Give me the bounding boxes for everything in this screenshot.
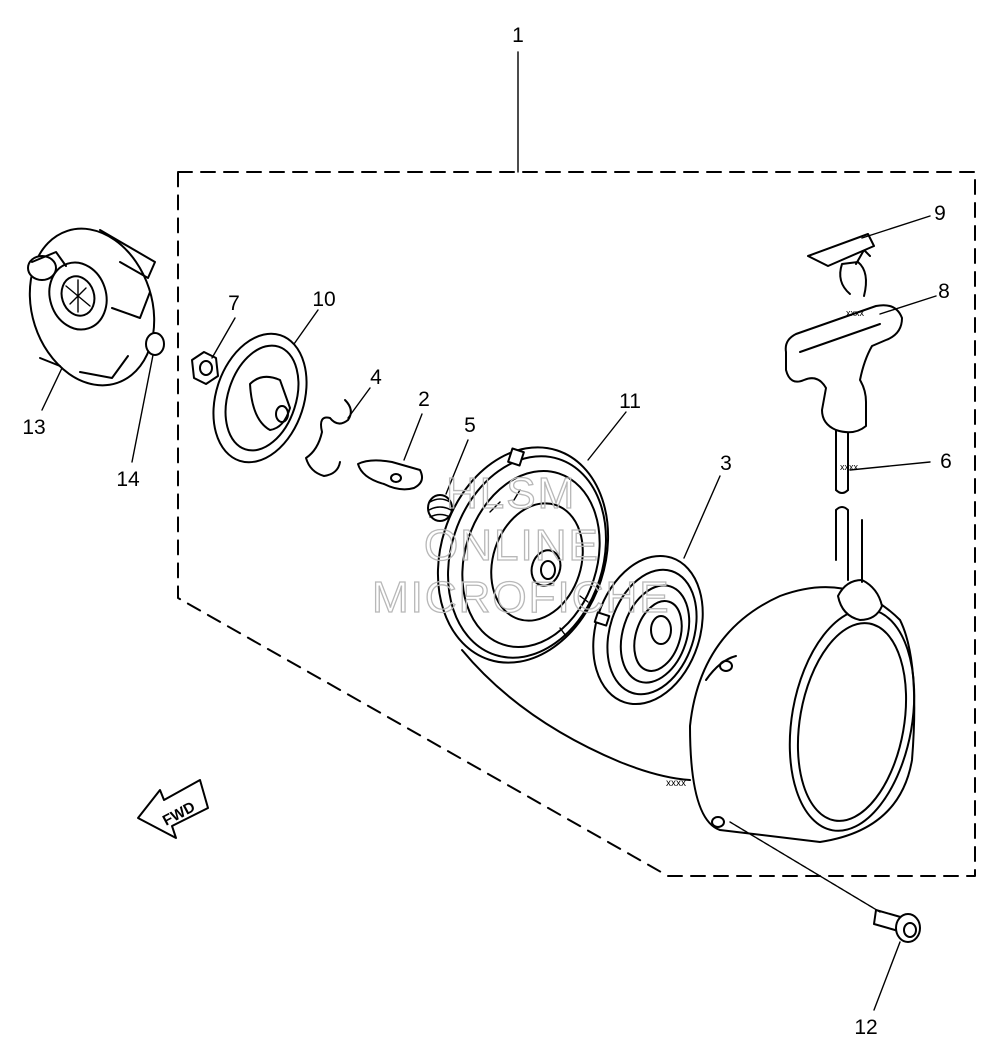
leader-11 (587, 411, 627, 461)
part-3-recoil-spring (592, 554, 704, 706)
leader-14 (131, 354, 154, 463)
leader-10 (293, 309, 319, 345)
part-10-plate (212, 332, 308, 464)
part-9-handle-cap (807, 233, 875, 267)
callout-11: 11 (619, 390, 641, 413)
part-12-bolt (873, 909, 921, 943)
leader-7 (211, 317, 236, 359)
part-11-sheave-drum (436, 446, 610, 664)
leader-12 (873, 941, 901, 1011)
part-5-spring (427, 494, 453, 522)
callout-1: 1 (512, 24, 524, 47)
callout-8: 8 (938, 280, 950, 303)
watermark-line-3: MICROFICHE (372, 573, 671, 622)
callout-5: 5 (464, 414, 476, 437)
callout-9: 9 (934, 202, 946, 225)
part-4-spring-clip (305, 399, 352, 477)
handle-mark: xxxx (846, 308, 865, 318)
part-14-o-ring (145, 332, 165, 356)
watermark-line-1: HLSM (446, 469, 576, 518)
callout-14: 14 (116, 468, 140, 491)
fwd-direction-arrow: FWD (137, 779, 209, 839)
leader-5 (445, 439, 469, 495)
part-7-nut (191, 351, 219, 385)
leader-6 (849, 461, 931, 471)
callout-7: 7 (228, 292, 240, 315)
leader-3 (683, 475, 721, 559)
callout-12: 12 (854, 1016, 877, 1039)
part-13-drive-plate (27, 227, 156, 387)
leader-4 (347, 387, 371, 419)
leader-13 (41, 367, 63, 411)
assembly-boundary (177, 171, 976, 877)
callout-3: 3 (720, 452, 732, 475)
part-2-pawl (357, 459, 423, 491)
starter-rope-loop (461, 649, 691, 781)
callout-4: 4 (370, 366, 382, 389)
part-8-starter-handle: xxxx (784, 249, 903, 434)
watermark-line-2: ONLINE (424, 521, 600, 570)
leader-9 (861, 215, 931, 239)
starter-case (689, 519, 916, 843)
callout-2: 2 (418, 388, 430, 411)
callout-13: 13 (22, 416, 45, 439)
watermark: HLSM ONLINE MICROFICHE (371, 468, 671, 622)
leader-2 (403, 413, 423, 461)
callout-6: 6 (940, 450, 952, 473)
rope-mark: xxxx (666, 778, 686, 789)
leader-8 (879, 295, 937, 315)
part-6-starter-rope: xxxx (835, 429, 859, 561)
callout-10: 10 (312, 288, 335, 311)
leader-12-to-case (729, 821, 881, 913)
rope-mark-upper: xxxx (840, 462, 859, 472)
